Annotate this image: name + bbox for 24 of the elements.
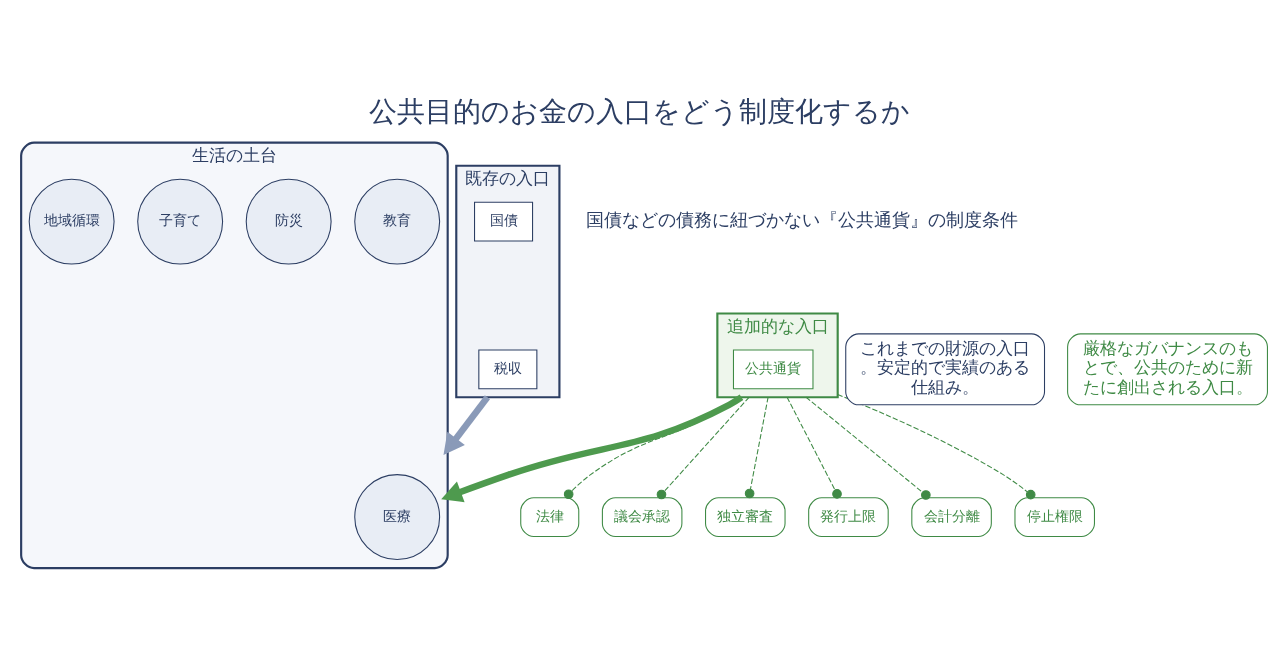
node-box: これまでの財源の入口。安定的で実績のある仕組み。: [845, 332, 1046, 405]
node-box: 公共通貨: [732, 348, 814, 389]
node-circle: 医療: [354, 473, 441, 560]
label: 国債などの債務に紐づかない『公共通貨』の制度条件: [586, 208, 1019, 230]
node-box: 停止権限: [1014, 496, 1095, 537]
connector: [805, 396, 931, 500]
node-box: 法律: [520, 496, 580, 537]
node-circle: 教育: [354, 178, 441, 265]
node-box: 厳格なガバナンスのもとで、公共のために新たに創出される入口。: [1067, 332, 1268, 405]
connector: [837, 393, 1036, 500]
node-circle: 子育て: [137, 178, 224, 265]
connector: [656, 396, 750, 499]
node-circle: 防災: [245, 178, 332, 265]
node-circle: 地域循環: [28, 178, 115, 265]
connector: [786, 396, 842, 499]
node-box: 国債: [474, 201, 534, 241]
diagram-title: 公共目的のお金の入口をどう制度化するか: [369, 94, 911, 128]
arrow: [443, 394, 490, 455]
node-box: 議会承認: [601, 496, 683, 537]
node-box: 発行上限: [808, 496, 889, 537]
node-box: 税収: [478, 348, 538, 389]
node-box: 独立審査: [705, 496, 786, 537]
connector: [744, 396, 769, 498]
node-box: 会計分離: [911, 496, 992, 537]
